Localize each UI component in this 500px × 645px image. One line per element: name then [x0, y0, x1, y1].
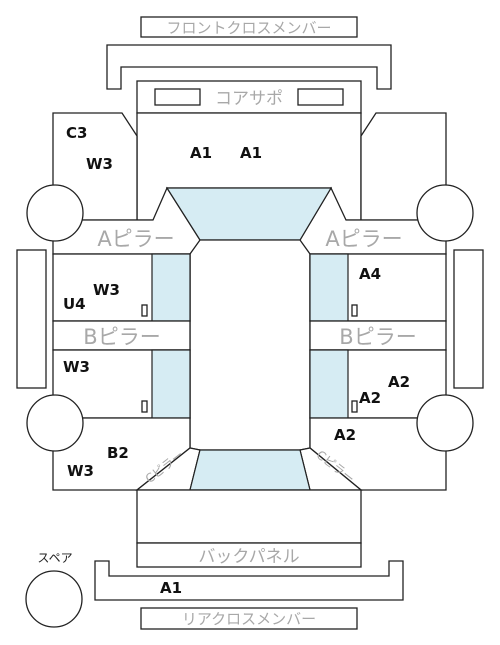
damage-code-left-front-door-w3: W3	[93, 281, 120, 299]
right-side-sill[interactable]	[453, 249, 484, 389]
right-front-door-glass[interactable]	[309, 253, 349, 322]
headlight-left[interactable]	[154, 88, 201, 106]
front-bumper-panel[interactable]	[106, 44, 392, 90]
back-panel-label: バックパネル	[198, 547, 299, 567]
damage-code-left-rear-quarter-b2: B2	[107, 444, 129, 462]
damage-code-left-rear-quarter-w3: W3	[67, 462, 94, 480]
damage-code-right-rear-quarter-a2: A2	[334, 426, 356, 444]
damage-code-right-front-door-a4: A4	[359, 265, 381, 283]
damage-code-left-front-w3: W3	[86, 155, 113, 173]
damage-code-left-front-door-u4: U4	[63, 295, 86, 313]
core-support-label: コアサポ	[215, 89, 283, 109]
roof-panel[interactable]	[189, 239, 311, 451]
spare-tire[interactable]	[25, 570, 83, 628]
right-front-door-handle[interactable]	[351, 304, 358, 317]
left-front-tire[interactable]	[26, 184, 84, 242]
b-pillar-right-label: Bピラー	[339, 325, 416, 349]
damage-code-right-rear-door-a2-upper: A2	[388, 373, 410, 391]
damage-code-left-rear-door-w3: W3	[63, 358, 90, 376]
front-cross-member-box[interactable]	[140, 16, 358, 38]
trunk-lid[interactable]	[136, 489, 362, 544]
damage-code-c3: C3	[66, 124, 87, 142]
b-pillar-left-label: Bピラー	[83, 325, 160, 349]
right-rear-tire[interactable]	[416, 394, 474, 452]
front-cross-member-label: フロントクロスメンバー	[166, 19, 331, 37]
headlight-right[interactable]	[297, 88, 344, 106]
left-rear-door-handle[interactable]	[141, 400, 148, 413]
a-pillar-left-label: Aピラー	[97, 227, 174, 251]
damage-code-hood-a1-left: A1	[190, 144, 212, 162]
rear-cross-member-label: リアクロスメンバー	[182, 610, 316, 628]
left-front-door-glass[interactable]	[151, 253, 191, 322]
left-rear-tire[interactable]	[26, 394, 84, 452]
a-pillar-right-label: Aピラー	[325, 227, 402, 251]
rear-cross-member-box[interactable]	[140, 607, 358, 630]
right-rear-door-glass[interactable]	[309, 349, 349, 419]
rear-window-glass[interactable]	[189, 449, 311, 491]
left-rear-door-glass[interactable]	[151, 349, 191, 419]
damage-code-rear-bumper-a1: A1	[160, 579, 182, 597]
right-front-tire[interactable]	[416, 184, 474, 242]
spare-tire-label: スペア	[37, 551, 72, 565]
left-front-door-handle[interactable]	[141, 304, 148, 317]
damage-code-right-rear-door-a2-lower: A2	[359, 389, 381, 407]
damage-code-hood-a1-right: A1	[240, 144, 262, 162]
rear-bumper-panel[interactable]	[94, 560, 404, 601]
back-panel[interactable]	[136, 542, 362, 568]
b-pillar-right-panel[interactable]	[309, 320, 447, 351]
left-side-sill[interactable]	[16, 249, 47, 389]
b-pillar-left-panel[interactable]	[52, 320, 191, 351]
right-rear-door-handle[interactable]	[351, 400, 358, 413]
